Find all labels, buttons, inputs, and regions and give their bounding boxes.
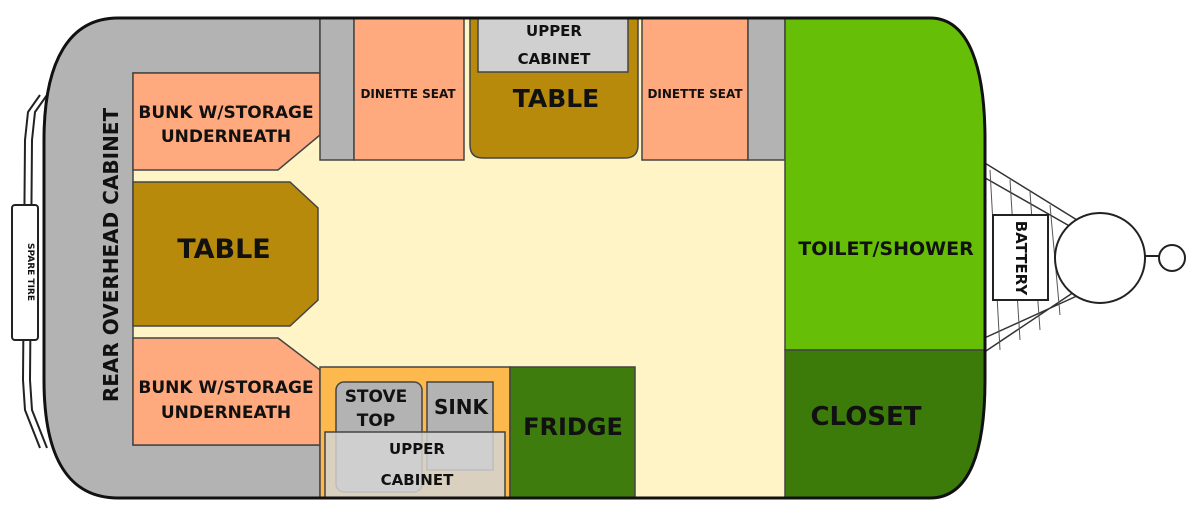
sink-label: SINK: [434, 395, 490, 419]
bunk-top-label-2: UNDERNEATH: [161, 127, 291, 147]
dinette-side-left: [319, 18, 355, 161]
stove-label-2: TOP: [357, 411, 396, 431]
toilet-shower: [784, 18, 985, 351]
dinette-seat-right-label: DINETTE SEAT: [647, 87, 743, 101]
closet: [784, 349, 985, 498]
dinette-seat-right: [641, 18, 749, 161]
stove-label-1: STOVE: [345, 387, 408, 407]
trailer-outline: [42, 16, 987, 500]
bunk-bottom-label-1: BUNK W/STORAGE: [138, 378, 313, 398]
bunk-bottom-label-2: UNDERNEATH: [161, 403, 291, 423]
jack-wheel: [1054, 212, 1146, 304]
dinette-seat-left: [353, 18, 465, 161]
upper-cabinet-top: [477, 18, 629, 73]
fridge-label: FRIDGE: [523, 413, 623, 441]
dinette-seat-left-label: DINETTE SEAT: [360, 87, 456, 101]
upper-cabinet-bottom-label-2: CABINET: [381, 471, 454, 489]
battery: [992, 214, 1049, 301]
bunk-top-label-1: BUNK W/STORAGE: [138, 103, 313, 123]
dinette-table-label: TABLE: [513, 84, 600, 113]
toilet-shower-label: TOILET/SHOWER: [798, 238, 974, 260]
bunk-top: [132, 72, 321, 171]
rear-table: [132, 181, 319, 327]
battery-label: BATTERY: [1012, 221, 1030, 297]
spare-tire: [11, 204, 39, 341]
rear-table-label: TABLE: [177, 234, 270, 265]
closet-label: CLOSET: [810, 402, 921, 432]
upper-cabinet-top-label-1: UPPER: [526, 22, 582, 40]
rear-cabinet-label: REAR OVERHEAD CABINET: [99, 108, 123, 403]
spare-tire-label: SPARE TIRE: [25, 243, 35, 301]
fridge: [509, 366, 636, 498]
dinette-side-right: [747, 18, 786, 161]
upper-cabinet-bottom-label-1: UPPER: [389, 440, 445, 458]
upper-cabinet-bottom: [324, 431, 506, 498]
hitch-ball: [1158, 244, 1186, 272]
upper-cabinet-top-label-2: CABINET: [518, 50, 591, 68]
